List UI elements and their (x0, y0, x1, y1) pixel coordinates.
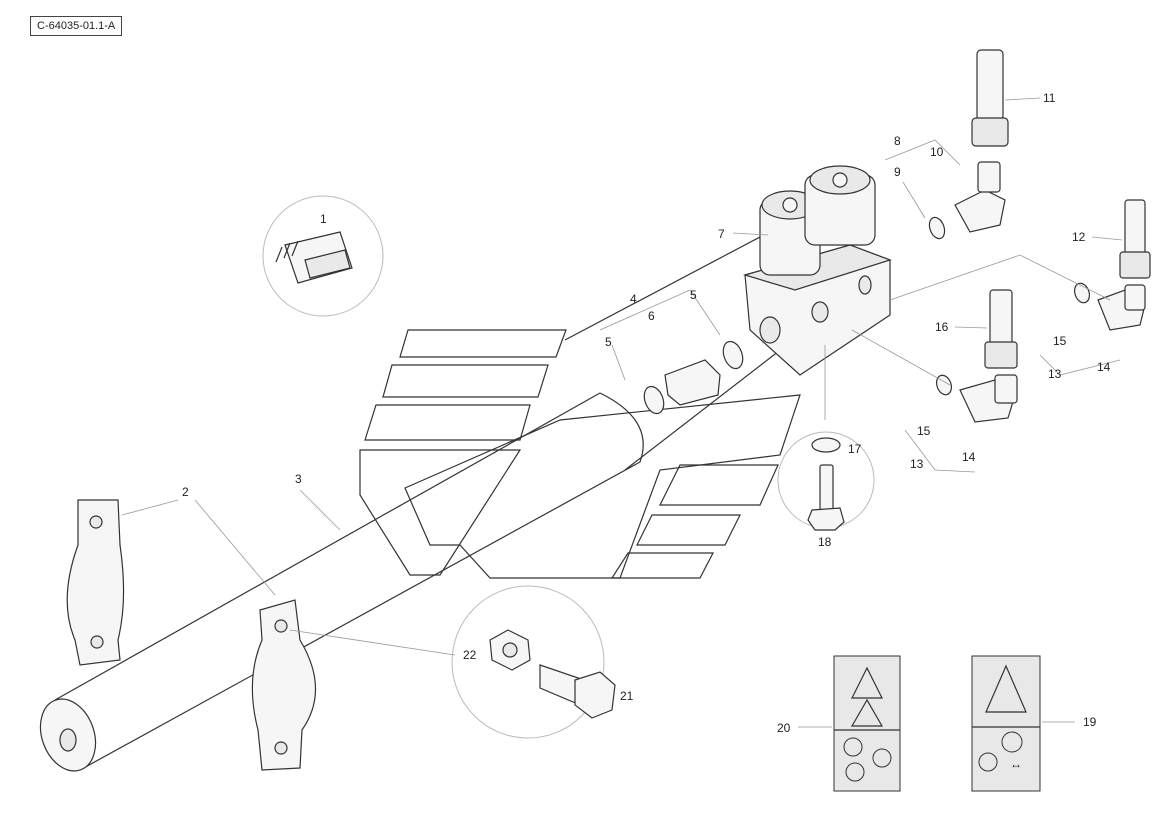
callout-17: 17 (848, 442, 862, 456)
callout-12: 12 (1072, 230, 1086, 244)
callout-20: 20 (777, 721, 791, 735)
callout-5-a: 5 (690, 288, 697, 302)
callout-19: 19 (1083, 715, 1097, 729)
adapter-fitting (599, 289, 744, 415)
callout-7: 7 (718, 227, 725, 241)
background-logo (359, 329, 801, 579)
hose-end-16 (954, 289, 1018, 369)
callout-5-b: 5 (605, 335, 612, 349)
callout-18: 18 (818, 535, 832, 549)
callout-10: 10 (930, 145, 944, 159)
hydraulic-cylinder (39, 199, 846, 772)
callout-2: 2 (182, 485, 189, 499)
callout-4: 4 (630, 292, 637, 306)
rocker-switch (262, 195, 384, 317)
callout-21: 21 (620, 689, 634, 703)
valve-body (732, 165, 892, 420)
callout-13-a: 13 (1048, 367, 1062, 381)
callout-labels: 1 2 3 4 5 5 6 7 8 9 10 11 12 13 13 14 14… (182, 91, 1111, 735)
callout-14-b: 14 (962, 450, 976, 464)
hose-end-11 (971, 49, 1041, 147)
elbow-fitting-middle (851, 329, 1018, 473)
elbow-fitting-right (889, 254, 1146, 376)
washer-bolt-detail (777, 431, 875, 531)
callout-16: 16 (935, 320, 949, 334)
callout-6: 6 (648, 309, 655, 323)
callout-22: 22 (463, 648, 477, 662)
callout-1: 1 (320, 212, 327, 226)
clamp-bracket-upper (66, 499, 179, 666)
clamp-bracket-lower (194, 499, 317, 771)
bolt-nut-detail (289, 585, 616, 739)
safety-decal-19: ↔ (971, 655, 1075, 792)
callout-15-a: 15 (1053, 334, 1067, 348)
svg-text:↔: ↔ (1010, 757, 1022, 771)
hose-end-12 (1091, 199, 1151, 279)
callout-13-b: 13 (910, 457, 924, 471)
drawing-reference: C-64035-01.1-A (30, 16, 123, 36)
callout-11: 11 (1043, 91, 1056, 105)
callout-9: 9 (894, 165, 901, 179)
callout-3: 3 (295, 472, 302, 486)
safety-decal-20 (798, 655, 901, 792)
callout-15-b: 15 (917, 424, 931, 438)
callout-8: 8 (894, 134, 901, 148)
elbow-fitting-upper (884, 139, 1006, 240)
callout-14-a: 14 (1097, 360, 1111, 374)
